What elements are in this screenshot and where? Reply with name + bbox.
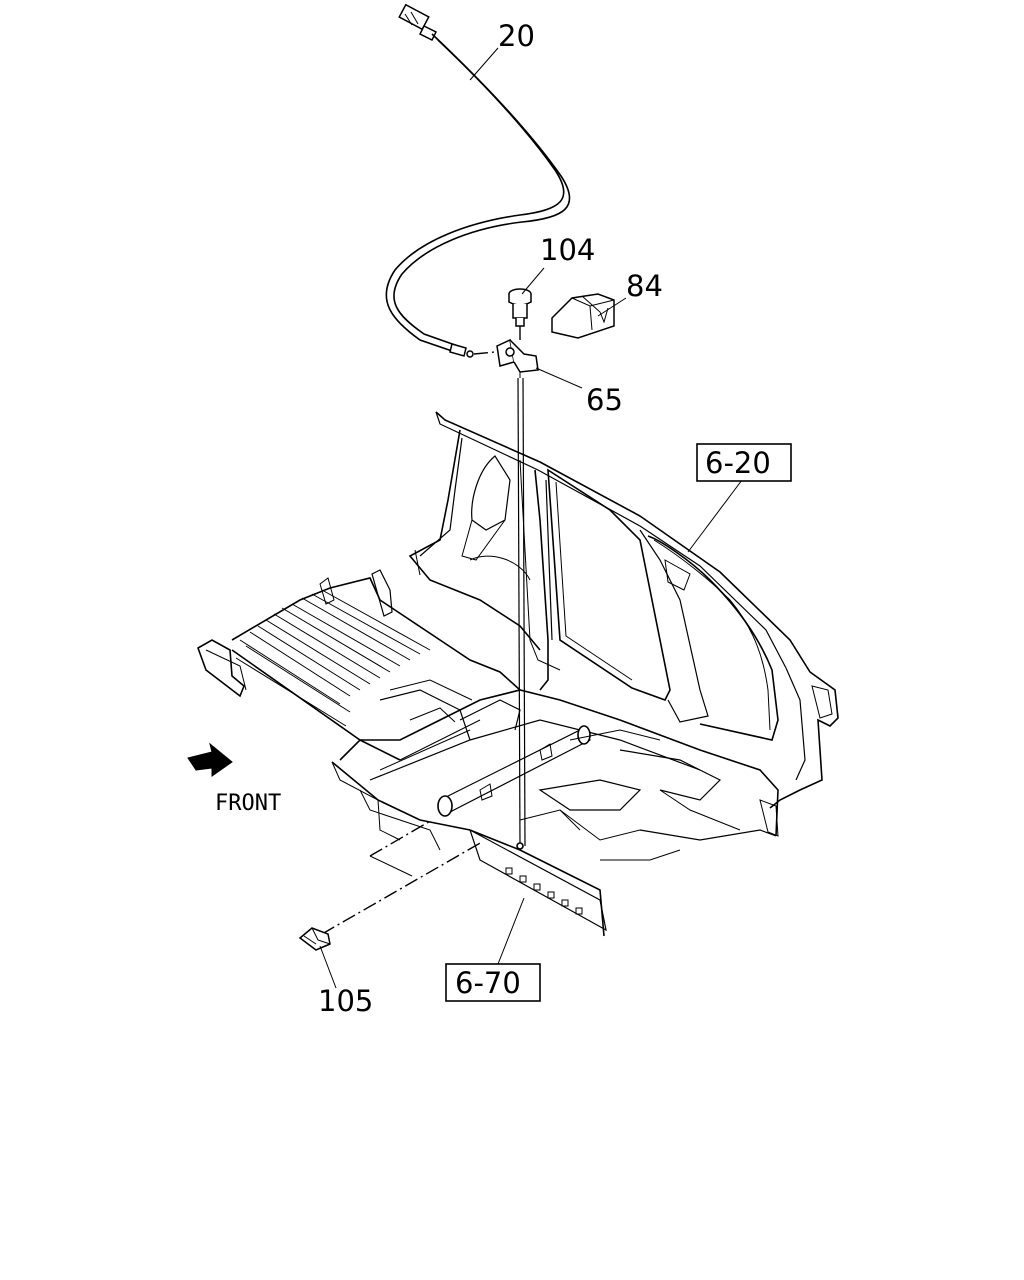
callout-84: 84 — [626, 269, 663, 303]
reference-box-6-20[interactable]: 6-20 — [696, 443, 792, 482]
reference-box-6-70[interactable]: 6-70 — [445, 963, 541, 1002]
body-side-panel — [408, 411, 839, 809]
callout-105: 105 — [318, 984, 373, 1018]
leader-lines — [319, 47, 743, 989]
part-104-bolt[interactable] — [508, 288, 532, 327]
assembly-lines — [321, 326, 526, 935]
front-arrow-icon — [187, 742, 233, 777]
part-20-cable[interactable] — [385, 3, 571, 358]
part-65-bracket[interactable] — [496, 338, 539, 378]
reference-6-20-label: 6-20 — [705, 446, 771, 480]
front-label: FRONT — [215, 791, 281, 816]
callout-20: 20 — [498, 19, 535, 53]
part-105-clip[interactable] — [298, 927, 331, 951]
part-84-cover[interactable] — [551, 293, 615, 339]
floor-panel — [197, 569, 779, 937]
reference-6-70-label: 6-70 — [455, 966, 521, 1000]
callout-104: 104 — [540, 233, 595, 267]
callout-65: 65 — [586, 383, 623, 417]
